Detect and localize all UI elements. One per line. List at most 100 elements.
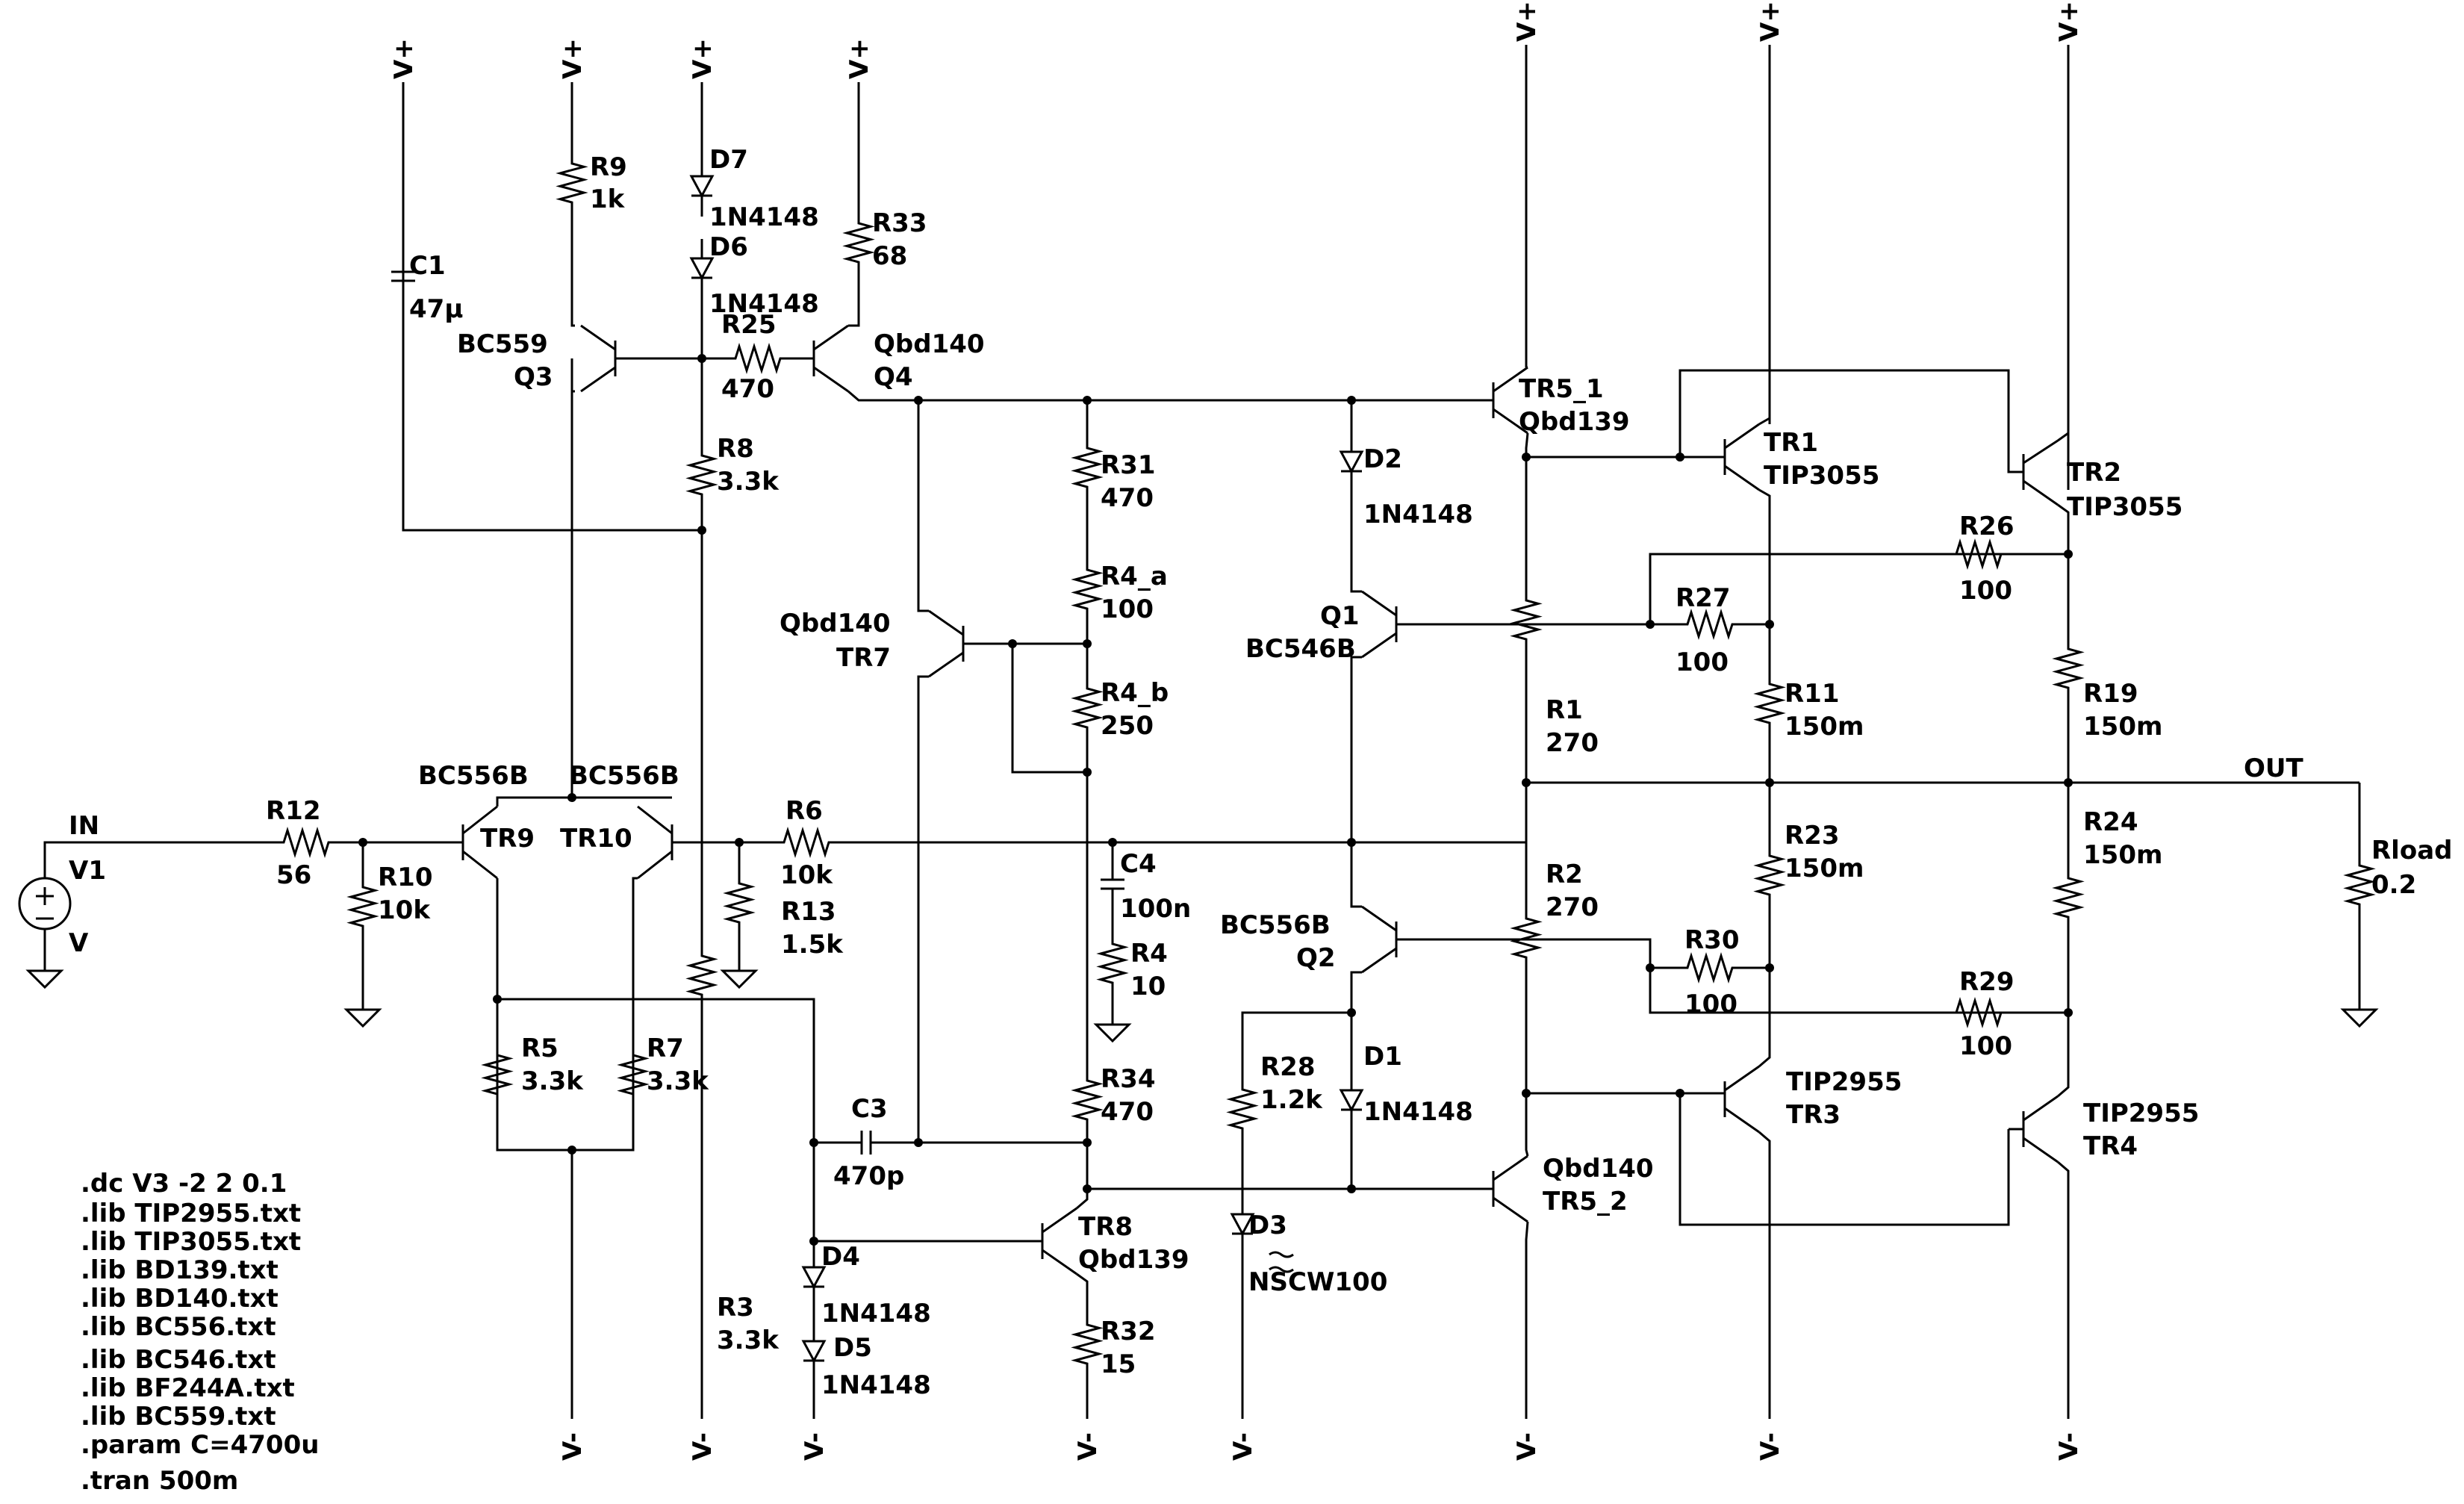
d7-label: D7 [709, 145, 748, 175]
diode-body [1339, 450, 1364, 474]
r30-label: R30 [1684, 925, 1740, 955]
resistor [1889, 996, 2068, 1029]
tr5-2-label: TR5_2 [1543, 1187, 1628, 1216]
wire [1679, 1093, 2010, 1226]
wires [43, 45, 2361, 1419]
wire [1076, 1273, 1089, 1299]
r7-value: 3.3k [647, 1066, 709, 1096]
wire [2007, 457, 2023, 473]
r28-label: R28 [1260, 1052, 1316, 1082]
directive-line: .lib TIP3055.txt [81, 1227, 301, 1257]
r33-value: 68 [872, 241, 907, 271]
d3-value: NSCW100 [1248, 1267, 1387, 1297]
junction-dot [809, 1237, 818, 1246]
r4-label: R4 [1130, 939, 1168, 969]
r24-label: R24 [2083, 807, 2138, 837]
junction-dot [1347, 1184, 1356, 1193]
junction-dot [1083, 768, 1092, 777]
wire [1350, 656, 1362, 842]
r19-value: 150m [2083, 712, 2162, 742]
wire [2057, 1160, 2070, 1419]
vplus-label: V+ [1755, 1, 1785, 42]
c4-label: C4 [1120, 849, 1157, 879]
wire [1758, 488, 1771, 624]
junction-dot [358, 838, 367, 847]
junction-dot [1083, 396, 1092, 405]
tr7-label: TR7 [836, 643, 891, 673]
wire [917, 400, 929, 612]
vminus-label: V- [2054, 1432, 2084, 1461]
bjt-lead-bottom [1724, 464, 1760, 491]
q3-label: Q3 [514, 362, 553, 392]
bjt-lead-bottom [462, 850, 498, 880]
junction-dot [1108, 838, 1117, 847]
v1-label: V1 [69, 856, 106, 886]
diode-body [689, 175, 715, 199]
wire [1758, 417, 1770, 426]
r5-label: R5 [521, 1034, 559, 1063]
vplus-label: V+ [688, 38, 718, 79]
bjt-lead-top [2023, 1095, 2059, 1122]
d5-value: 1N4148 [821, 1370, 931, 1400]
tr3-label: TR3 [1786, 1100, 1841, 1130]
junction-dot [697, 526, 706, 535]
resistor [1510, 783, 1543, 1093]
r10-value: 10k [378, 895, 431, 925]
resistor [556, 149, 588, 217]
ground-symbol [2340, 1008, 2379, 1028]
wire [917, 675, 929, 1143]
junction-dot [2064, 550, 2073, 559]
c4-value: 100n [1120, 894, 1191, 924]
wire [1350, 524, 1362, 593]
supply-rails: V-V-V+V+V+V+V-V-V-V+V-V+V+V-V- [389, 1, 2084, 1461]
resistor [481, 999, 514, 1150]
wire [1680, 1092, 1726, 1099]
vplus-label: V+ [2054, 1, 2084, 42]
c1-value: 47µ [409, 294, 463, 324]
d5-label: D5 [833, 1333, 872, 1363]
bjt-lead-top [1042, 1207, 1077, 1234]
tr9-label: TR9 [480, 824, 535, 854]
vminus-label: V- [1073, 1432, 1103, 1461]
d3-label: D3 [1248, 1211, 1287, 1240]
q4-model: Qbd140 [874, 329, 985, 359]
junction-dot [1676, 453, 1684, 462]
wire [496, 796, 672, 807]
r12-value: 56 [276, 860, 311, 890]
junction-dot [1765, 778, 1774, 787]
vplus-label: V+ [558, 38, 588, 79]
diode-body [801, 1266, 827, 1290]
c1-label: C1 [409, 251, 446, 281]
vplus-label: V+ [844, 38, 874, 79]
junction-dot [1646, 620, 1655, 629]
bjt-lead-bottom [1042, 1249, 1077, 1275]
directive-line: .lib BF244A.txt [81, 1373, 295, 1403]
tr10-label: TR10 [560, 824, 632, 854]
r7-label: R7 [647, 1034, 684, 1063]
wire [2057, 503, 2070, 554]
r2-value: 270 [1546, 892, 1599, 922]
r5-value: 3.3k [521, 1066, 584, 1096]
r31-label: R31 [1101, 450, 1156, 480]
r33-label: R33 [872, 208, 927, 238]
junction-dot [697, 354, 706, 363]
resistor [254, 826, 358, 859]
voltage-source [18, 877, 72, 930]
resistor [617, 999, 650, 1150]
d7-value: 1N4148 [709, 202, 819, 232]
resistor [842, 194, 875, 291]
wire [570, 390, 575, 798]
rload-value: 0.2 [2371, 870, 2416, 900]
d2-label: D2 [1363, 444, 1402, 474]
r13-label: R13 [781, 897, 836, 927]
directive-line: .tran 500m [81, 1466, 238, 1496]
resistor [1226, 1053, 1259, 1165]
r23-value: 150m [1785, 854, 1864, 883]
directive-line: .param C=4700u [81, 1430, 319, 1460]
r27-value: 100 [1676, 647, 1729, 677]
directive-line: .dc V3 -2 2 0.1 [81, 1169, 287, 1199]
c3-label: C3 [851, 1094, 888, 1124]
junction-dot [914, 1138, 923, 1147]
resistor [1889, 538, 2068, 571]
tr1-label: TR1 [1764, 428, 1818, 458]
